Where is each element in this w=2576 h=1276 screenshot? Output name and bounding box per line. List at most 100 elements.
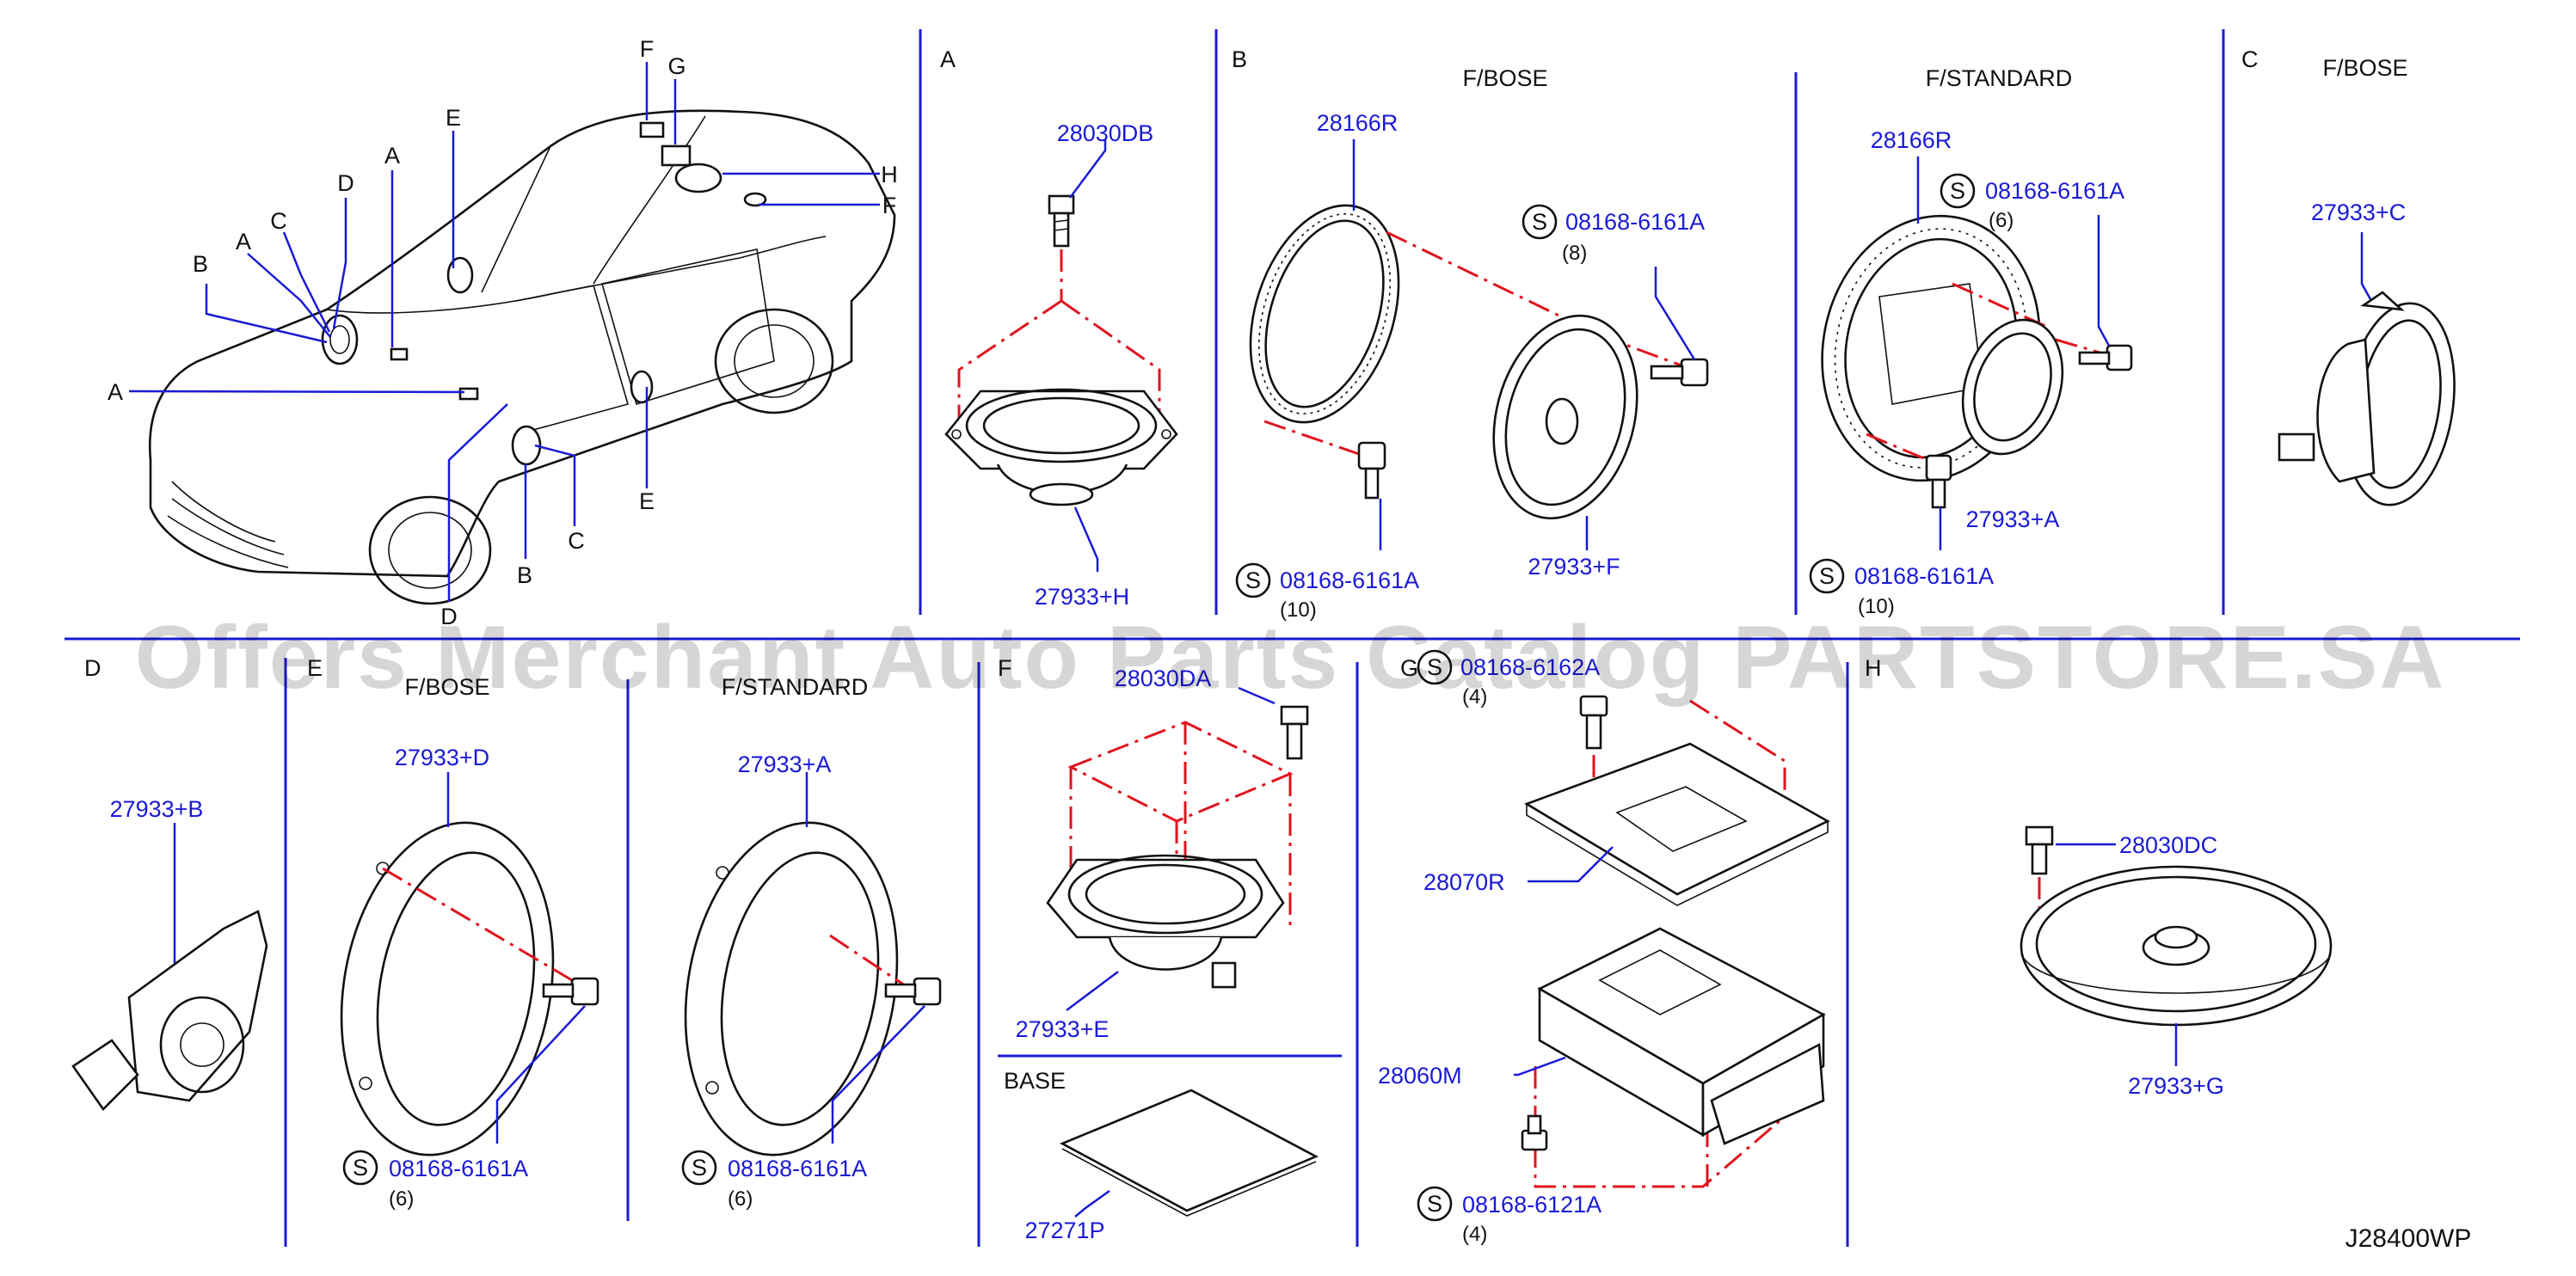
part-number-27933g: 27933+G [2128, 1073, 2224, 1099]
part-number-screw-g-bottom: 08168-6121A [1462, 1192, 1602, 1218]
callout-f-right: F [882, 193, 897, 218]
section-g: G S 08168-6162A (4) 28070R 28060M [1378, 649, 1830, 1246]
s-mark-bose-top: S [1532, 209, 1547, 235]
speaker-27933h-drawing [944, 388, 1178, 506]
section-a: A 28030DB 27933+H [940, 46, 1178, 610]
section-b-letter: B [1232, 46, 1247, 72]
section-f: F 28030DA 27933+E BASE 27271P [998, 655, 1319, 1243]
part-number-screw-g-top: 08168-6162A [1460, 654, 1600, 680]
s-mark-bose-bottom: S [1245, 567, 1261, 593]
qty-screw-g-bottom: (4) [1462, 1223, 1487, 1246]
section-g-letter: G [1400, 655, 1418, 681]
part-number-28070r: 28070R [1423, 869, 1505, 895]
section-e-letter: E [307, 655, 323, 681]
section-e: E F/BOSE F/STANDARD 27933+D S 08168-6161… [307, 655, 942, 1211]
amplifier-28060m-drawing [1537, 927, 1826, 1145]
section-d-letter: D [84, 655, 101, 681]
qty-screw-standard-top: (6) [1989, 209, 2013, 232]
qty-screw-e-standard: (6) [728, 1187, 753, 1211]
bracket-28070r-drawing [1524, 742, 1830, 906]
screw-standard-bottom-drawing [1925, 454, 1952, 509]
section-b-standard-title: F/STANDARD [1926, 65, 2073, 91]
part-number-28166r-bose: 28166R [1317, 110, 1399, 136]
qty-screw-e-bose: (6) [389, 1187, 414, 1211]
speaker-27933e-drawing [1046, 854, 1285, 989]
s-mark-standard-bottom: S [1819, 563, 1835, 589]
callout-b-left: B [193, 251, 208, 277]
bolt-28030dc-drawing [2025, 825, 2054, 875]
part-number-27933f: 27933+F [1528, 554, 1620, 580]
section-b: B F/BOSE F/STANDARD 28166R S [1232, 46, 2133, 622]
callout-a-top: A [384, 143, 400, 169]
part-number-28030dc: 28030DC [2119, 832, 2217, 858]
callout-f-top: F [640, 36, 655, 62]
part-number-27933h: 27933+H [1035, 584, 1129, 610]
callout-e-top: E [446, 105, 461, 131]
part-number-screw-e-standard: 08168-6161A [728, 1156, 867, 1181]
part-number-28030da: 28030DA [1115, 666, 1212, 691]
speaker-27933f-drawing [1492, 314, 1638, 520]
part-number-screw-standard-bottom: 08168-6161A [1854, 563, 1994, 589]
watermark-text: Offers Merchant Auto Parts Catalog PARTS… [135, 608, 2446, 708]
qty-screw-bose-bottom: (10) [1280, 598, 1317, 622]
section-c: C F/BOSE 27933+C [2241, 46, 2456, 506]
qty-screw-bose-top: (8) [1562, 242, 1587, 265]
bolt-28030db-drawing [1048, 194, 1075, 248]
speaker-27933c-drawing [2278, 291, 2456, 506]
part-number-27933d: 27933+D [395, 745, 489, 770]
screw-e-bose-drawing [542, 977, 599, 1006]
section-f-letter: F [998, 655, 1012, 681]
section-h: H 28030DC 27933+G [1865, 655, 2333, 1099]
bolt-28030da-drawing [1280, 705, 1309, 760]
part-number-screw-e-bose: 08168-6161A [389, 1156, 528, 1181]
s-mark-g-top: S [1427, 654, 1442, 680]
vehicle-leaders [128, 62, 880, 602]
speaker-27933a-e-drawing [684, 821, 899, 1156]
s-mark-g-bottom: S [1427, 1191, 1442, 1217]
section-c-title: F/BOSE [2322, 55, 2407, 81]
part-number-28060m: 28060M [1378, 1063, 1462, 1089]
screw-g-bottom-drawing [1521, 1114, 1548, 1151]
section-a-letter: A [940, 46, 956, 72]
section-e-standard-title: F/STANDARD [722, 674, 869, 700]
part-number-27933a-b: 27933+A [1966, 506, 2060, 532]
callout-a-low: A [108, 379, 123, 405]
callout-e-bottom: E [639, 488, 655, 514]
screw-bose-bottom-drawing [1357, 441, 1386, 500]
callout-b-bottom: B [517, 562, 532, 588]
vehicle-illustration [148, 109, 896, 605]
screw-standard-top-drawing [2078, 344, 2133, 371]
part-number-27933c: 27933+C [2311, 199, 2406, 225]
part-number-28030db: 28030DB [1057, 120, 1154, 146]
s-mark-e-standard: S [692, 1155, 707, 1181]
callout-d-bottom: D [440, 604, 458, 629]
part-number-screw-bose-top: 08168-6161A [1565, 209, 1705, 235]
s-mark-standard-top: S [1950, 178, 1965, 204]
qty-screw-standard-bottom: (10) [1858, 595, 1895, 618]
vehicle-callout-labels: F G E A D C A B A H F E C B D [108, 36, 898, 629]
screw-e-standard-drawing [884, 977, 942, 1006]
callout-h: H [881, 162, 898, 187]
speaker-27933d-drawing [340, 821, 555, 1156]
base-27271p-drawing [1059, 1089, 1319, 1217]
callout-d-left: D [337, 170, 354, 196]
s-mark-e-bose: S [353, 1155, 368, 1181]
speaker-27933g-drawing [2020, 865, 2333, 1027]
part-number-27933a-e: 27933+A [738, 751, 832, 777]
screw-bose-top-drawing [1650, 358, 1709, 387]
part-number-screw-bose-bottom: 08168-6161A [1280, 567, 1419, 593]
callout-c-bottom: C [568, 528, 585, 554]
ring-28166r-bose-drawing [1249, 204, 1400, 424]
screw-g-top-drawing [1579, 695, 1608, 750]
callout-a-left: A [236, 229, 251, 255]
callout-g: G [667, 53, 685, 79]
section-dividers [65, 29, 2520, 1247]
callout-c-left: C [270, 208, 287, 234]
qty-screw-g-top: (4) [1462, 685, 1487, 709]
speaker-27933a-b-drawing [1961, 318, 2064, 456]
section-c-letter: C [2241, 46, 2259, 72]
base-title: BASE [1004, 1068, 1066, 1094]
part-number-27933e: 27933+E [1016, 1016, 1110, 1042]
section-d: D 27933+B [71, 655, 268, 1112]
